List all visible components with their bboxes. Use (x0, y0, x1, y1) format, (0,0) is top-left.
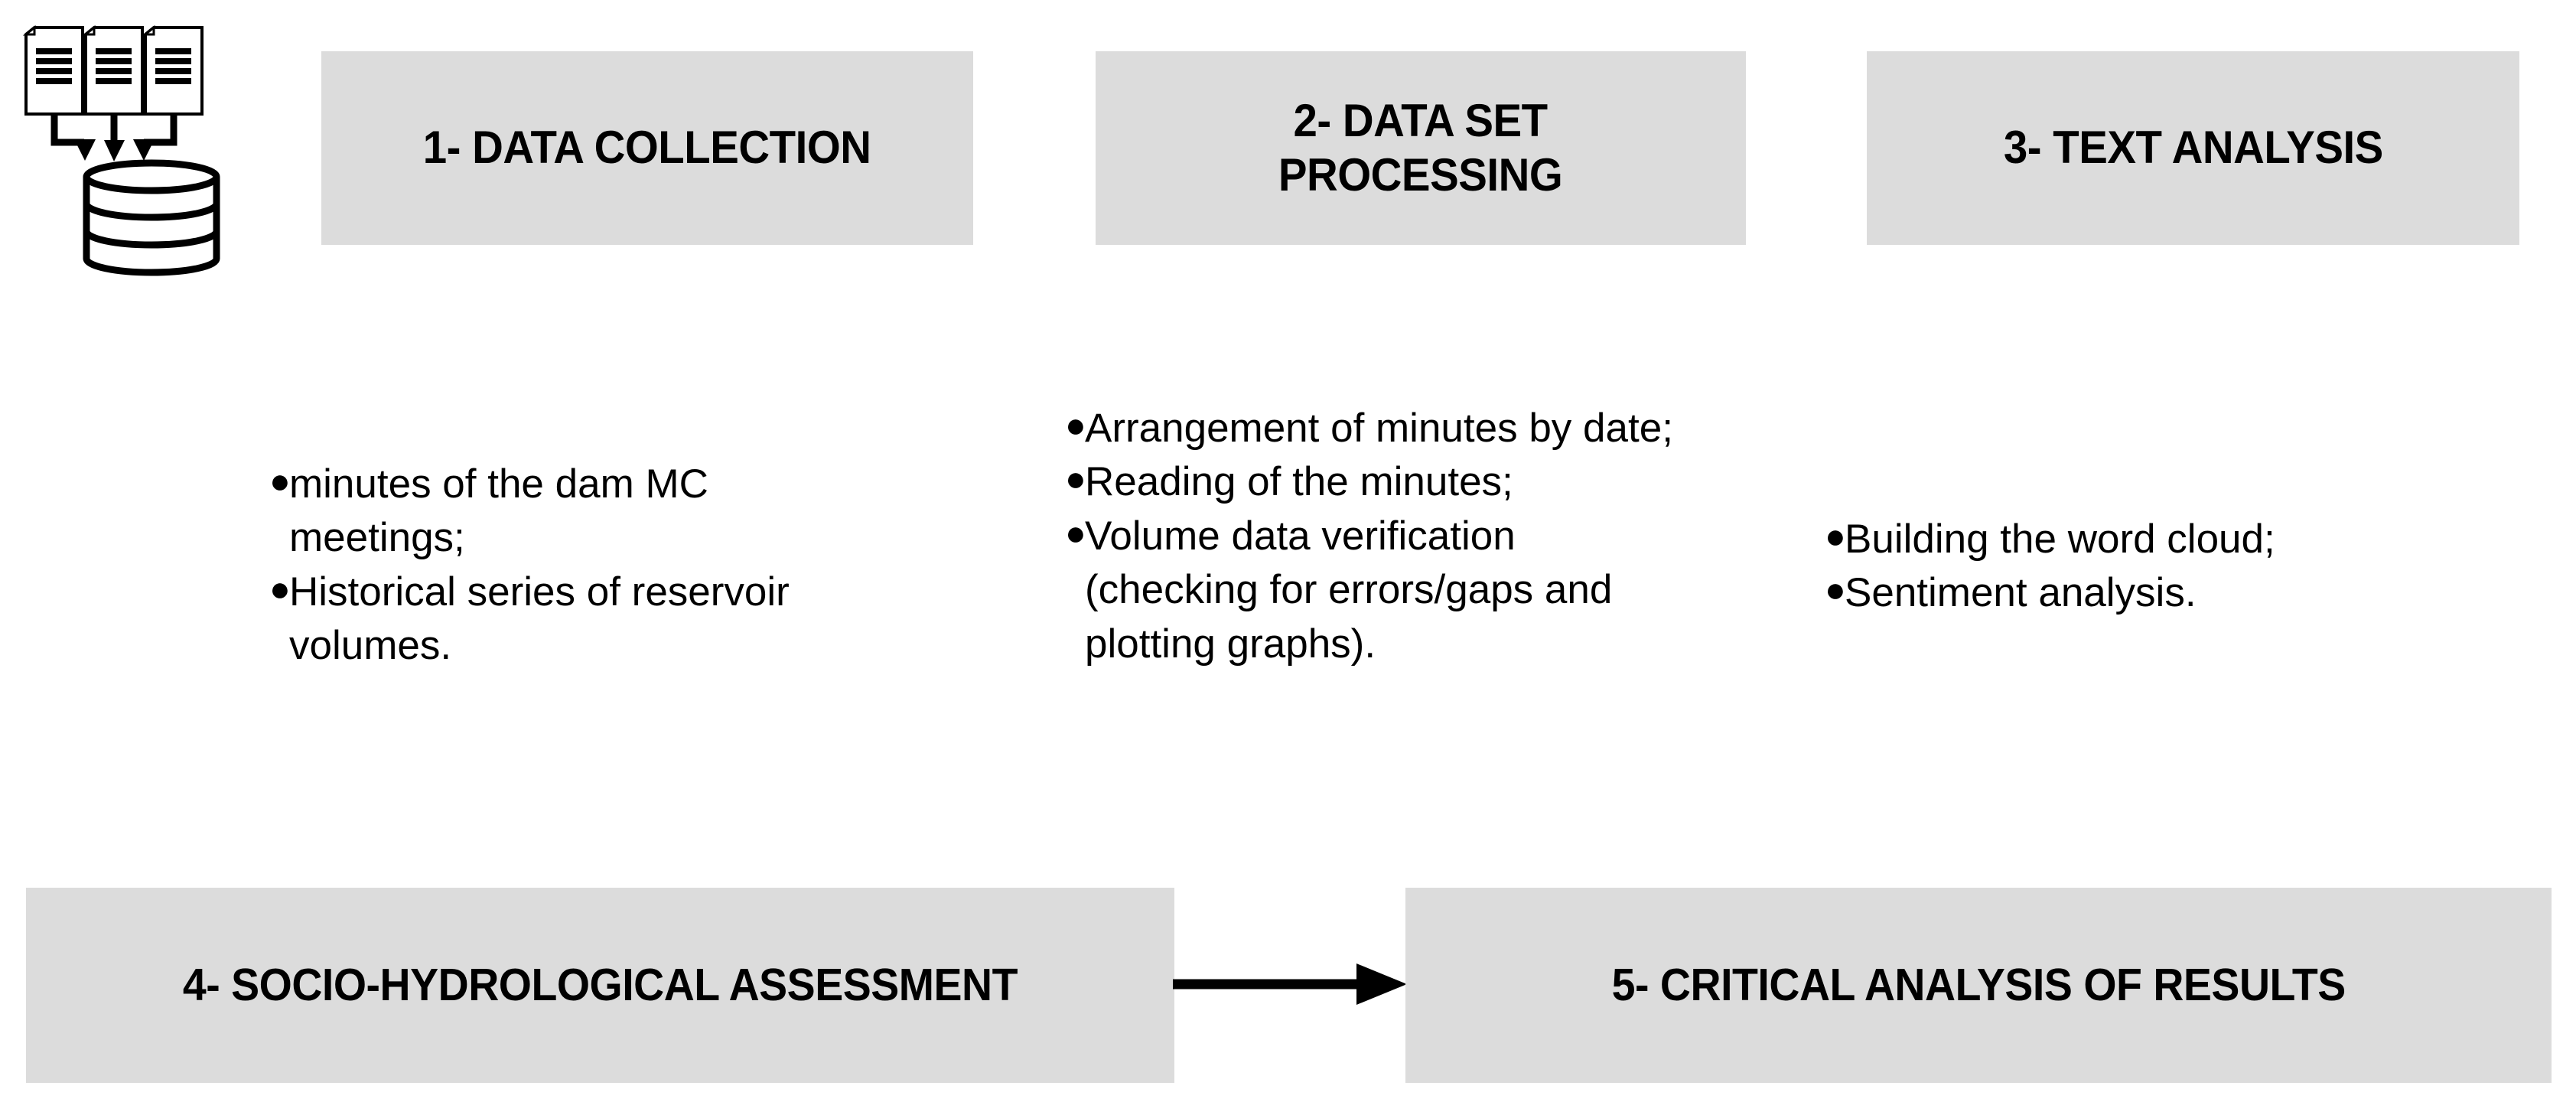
list-item: ● Sentiment analysis. (1825, 566, 2452, 620)
list-item-label: Building the word cloud; (1845, 517, 2275, 562)
bullet-marker-icon: ● (1065, 405, 1086, 445)
stage-1-title: 1- DATA COLLECTION (423, 122, 871, 174)
list-item: ● Arrangement of minutes by date; (1065, 402, 1700, 455)
document-icon (142, 24, 204, 116)
bullet-marker-icon: ● (1825, 516, 1846, 556)
stage-2-bullet-list: ● Arrangement of minutes by date; ● Read… (1065, 402, 1700, 671)
data-source-icon (14, 14, 236, 278)
list-item: ● Reading of the minutes; (1065, 455, 1700, 509)
list-item-label: minutes of the dam MC meetings; (289, 461, 708, 561)
bullet-marker-icon: ● (1065, 458, 1086, 499)
bullet-marker-icon: ● (269, 461, 291, 500)
arrow-down-icon (133, 114, 177, 161)
bullet-marker-icon: ● (1825, 569, 1846, 610)
stage-2-title: 2- DATA SET PROCESSING (1278, 94, 1563, 201)
stage-box-4[interactable]: 4- SOCIO-HYDROLOGICAL ASSESSMENT (26, 888, 1174, 1083)
list-item: ● minutes of the dam MC meetings; (269, 458, 881, 566)
list-item-label: Sentiment analysis. (1845, 570, 2197, 616)
document-icon (22, 24, 84, 116)
list-item-label: Volume data verification (checking for e… (1085, 513, 1613, 667)
stage-4-title: 4- SOCIO-HYDROLOGICAL ASSESSMENT (182, 959, 1018, 1010)
stage-5-title: 5- CRITICAL ANALYSIS OF RESULTS (1611, 959, 2346, 1010)
arrow-down-icon (50, 114, 96, 161)
list-item-label: Arrangement of minutes by date; (1085, 406, 1673, 451)
stage-box-2[interactable]: 2- DATA SET PROCESSING (1096, 51, 1746, 245)
stage-box-5[interactable]: 5- CRITICAL ANALYSIS OF RESULTS (1405, 888, 2552, 1083)
stage-3-bullet-list: ● Building the word cloud; ● Sentiment a… (1825, 513, 2452, 621)
stage-box-3[interactable]: 3- TEXT ANALYSIS (1867, 51, 2519, 245)
arrow-right-icon (1173, 963, 1407, 1005)
stage-1-bullet-list: ● minutes of the dam MC meetings; ● Hist… (269, 458, 881, 673)
document-icon (82, 24, 144, 116)
list-item-label: Reading of the minutes; (1085, 459, 1513, 505)
stage-3-title: 3- TEXT ANALYSIS (2003, 122, 2383, 174)
arrow-down-icon (104, 114, 125, 161)
list-item-label: Historical series of reservoir volumes. (289, 569, 790, 669)
list-item: ● Historical series of reservoir volumes… (269, 566, 881, 673)
bullet-marker-icon: ● (269, 568, 291, 608)
bullet-marker-icon: ● (1065, 512, 1086, 553)
database-cylinder-icon (83, 159, 220, 276)
list-item: ● Building the word cloud; (1825, 513, 2452, 566)
list-item: ● Volume data verification (checking for… (1065, 510, 1700, 671)
stage-box-1[interactable]: 1- DATA COLLECTION (321, 51, 973, 245)
flow-arrow-4-to-5 (1173, 959, 1407, 1009)
